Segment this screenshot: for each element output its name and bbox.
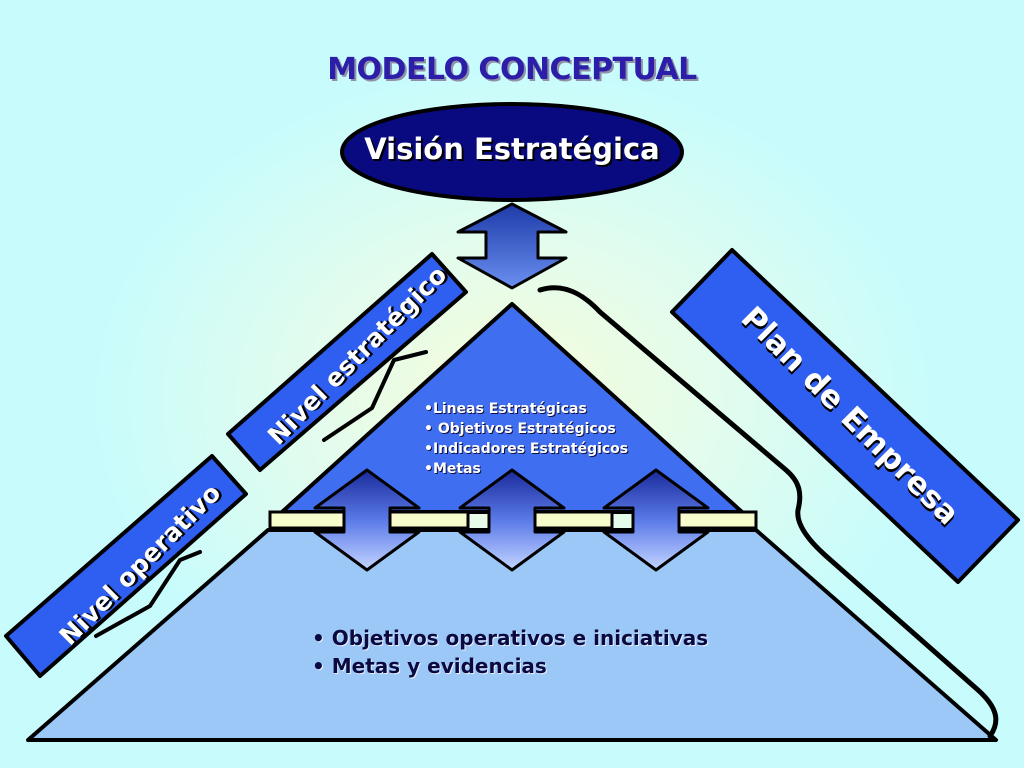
page-title: MODELO CONCEPTUAL <box>327 52 697 87</box>
double-arrow-icon <box>458 468 566 572</box>
operational-list: • Objetivos operativos e iniciativas • M… <box>312 624 708 680</box>
plan-empresa-band <box>670 248 1020 584</box>
operational-triangle <box>26 528 998 742</box>
vision-ellipse <box>340 102 684 202</box>
list-item: •Lineas Estratégicas <box>424 401 587 417</box>
nivel-operativo-band <box>4 454 248 678</box>
double-arrow-icon <box>313 468 421 572</box>
double-arrow-icon <box>602 468 710 572</box>
list-item: • Objetivos operativos e iniciativas <box>312 626 709 650</box>
plan-empresa-brace <box>537 285 999 739</box>
list-item: • Objetivos Estratégicos <box>424 421 616 437</box>
strategic-list: •Lineas Estratégicas • Objetivos Estraté… <box>424 399 628 479</box>
top-double-arrow-icon <box>456 202 568 290</box>
list-item: • Metas y evidencias <box>312 654 547 678</box>
operativo-bracket <box>94 550 202 638</box>
nivel-estrategico-band <box>226 252 468 472</box>
list-item: •Metas <box>424 461 481 477</box>
list-item: •Indicadores Estratégicos <box>424 441 629 457</box>
vision-label: Visión Estratégica <box>364 132 660 166</box>
estrategico-bracket <box>322 350 428 442</box>
